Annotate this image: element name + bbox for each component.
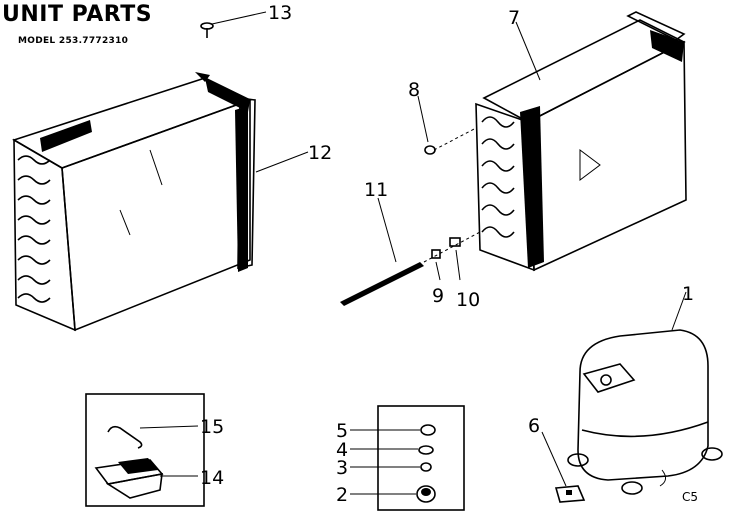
callout-12: 12 [308,142,332,164]
callout-8: 8 [408,79,420,101]
part-13-screw [200,22,214,38]
callout-labels: 13 12 7 8 11 9 10 1 6 15 14 5 4 3 2 [200,2,694,506]
model-number: MODEL 253.7772310 [18,36,129,46]
callout-7: 7 [508,7,520,29]
callout-11: 11 [364,179,388,201]
coil-tubes-right [481,116,515,238]
callout-9: 9 [432,285,444,307]
part-6-mounting-clip [554,485,586,503]
part-15-clip [107,425,143,449]
callout-1: 1 [682,283,694,305]
part-10-fitting [449,237,461,247]
part-9-fitting [431,249,441,259]
part-11-capillary-tube [340,231,481,306]
callout-4: 4 [336,439,348,461]
callout-5: 5 [336,420,348,442]
coil-tubes-left [17,155,51,303]
parts-box-14-15 [85,393,205,507]
callout-2: 2 [336,484,348,506]
leader-lines [139,11,687,495]
callout-6: 6 [528,415,540,437]
part-7-evaporator-coil [475,11,687,272]
part-3-sleeve [420,462,432,472]
part-2-mount [416,485,436,503]
part-8-screw [424,127,477,155]
part-12-condenser-coil [12,72,256,332]
part-5-grommet [420,424,436,436]
callout-15: 15 [200,416,224,438]
callout-13: 13 [268,2,292,24]
corner-code: C5 [682,490,699,504]
callout-14: 14 [200,467,224,489]
parts-box-2-5 [377,405,465,511]
part-1-compressor [567,329,723,495]
page-title: UNIT PARTS [2,2,153,27]
part-4-washer [418,445,434,455]
callout-3: 3 [336,457,348,479]
callout-10: 10 [456,289,480,311]
part-14-bracket [94,458,164,499]
